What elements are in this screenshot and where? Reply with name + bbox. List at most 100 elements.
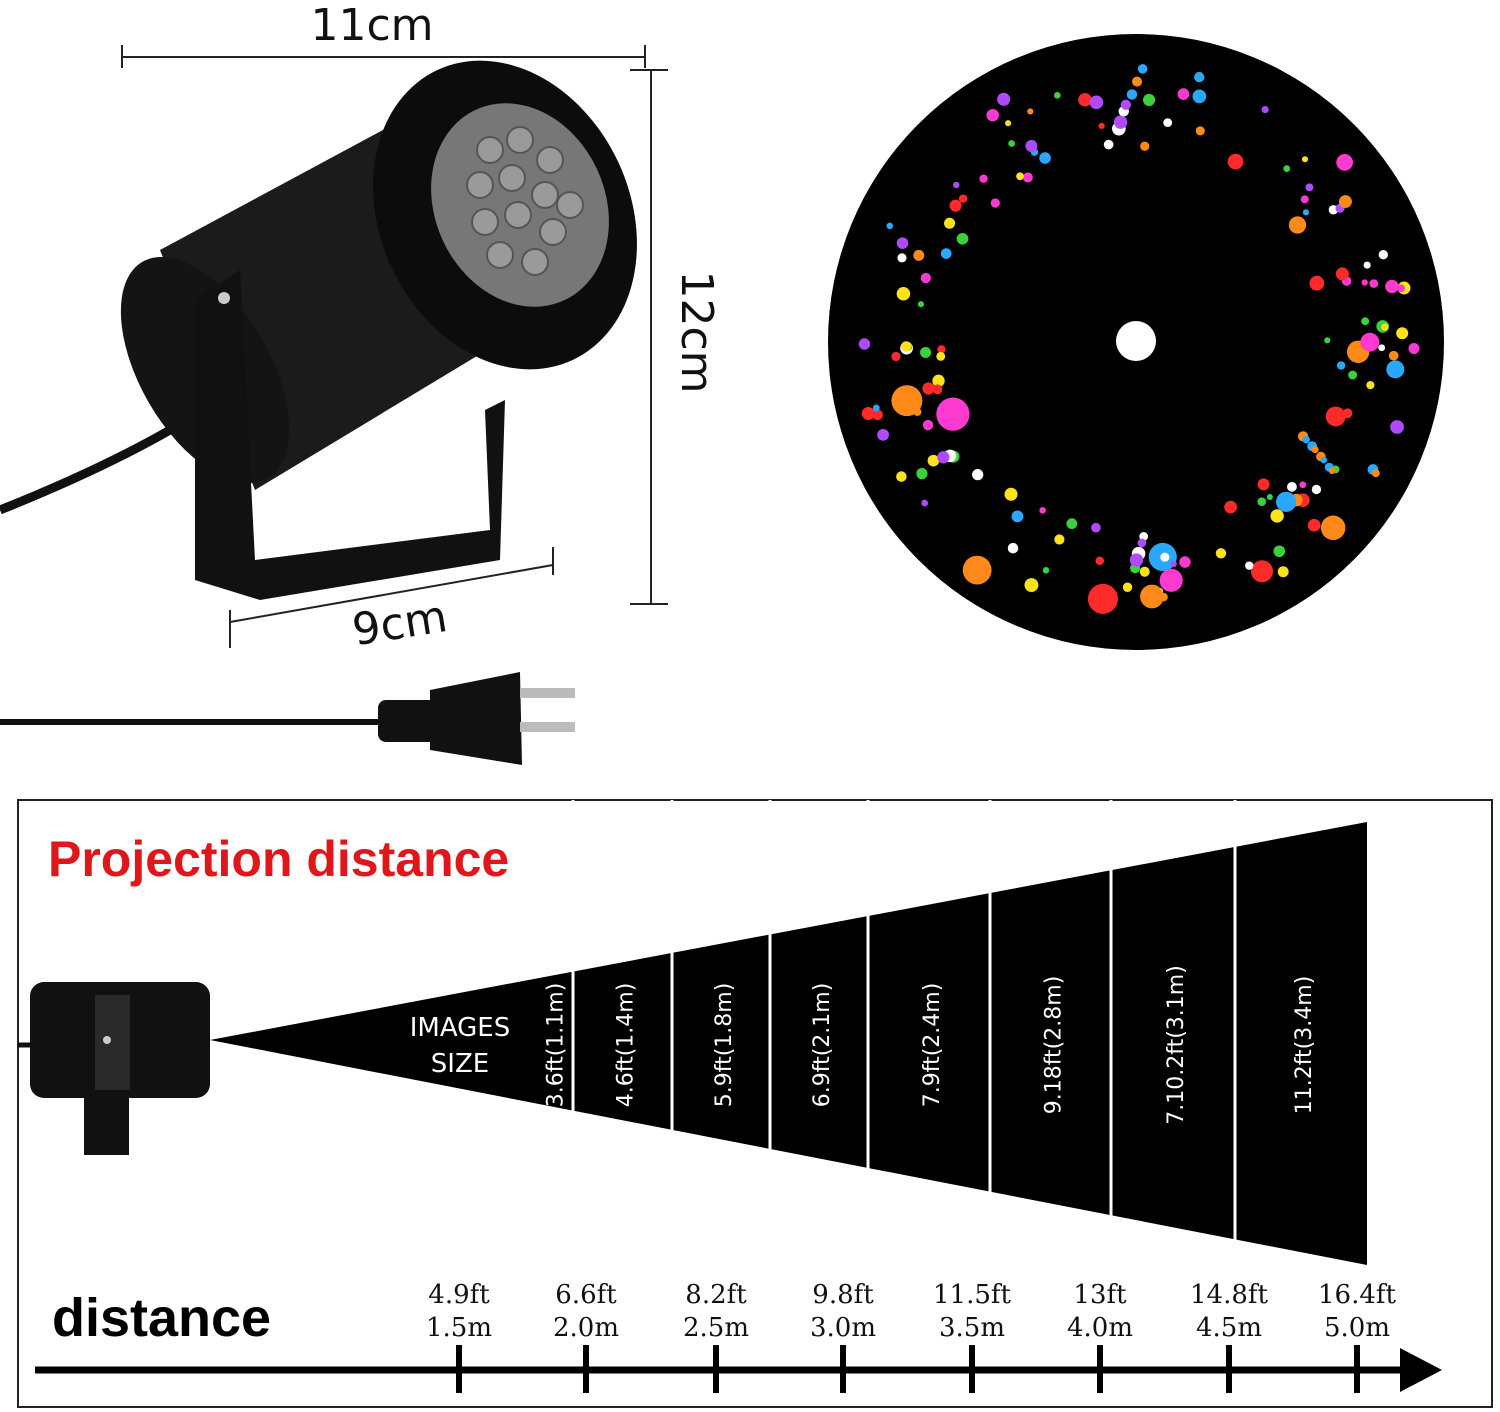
ornament-dot — [949, 199, 962, 212]
distance-ft-label: 11.5ft — [933, 1280, 1012, 1310]
ornament-dot — [872, 409, 883, 421]
ornament-dot — [1378, 344, 1386, 352]
ornament-dot — [920, 272, 931, 284]
ornament-dot — [1008, 140, 1016, 147]
ornament-dot — [1324, 337, 1331, 344]
ornament-dot — [900, 341, 912, 352]
ornament-dot — [1270, 509, 1284, 523]
small-projector-icon — [18, 982, 210, 1155]
distance-m-label: 2.0m — [553, 1313, 619, 1343]
ornament-dot — [1192, 89, 1207, 104]
ornament-dot — [1137, 64, 1148, 74]
distance-ft-label: 4.9ft — [428, 1280, 490, 1310]
ornament-dot — [1311, 484, 1322, 495]
distance-m-label: 2.5m — [683, 1313, 749, 1343]
base-label: 9cm — [349, 591, 451, 656]
ornament-dot — [1257, 497, 1267, 507]
distance-ft-label: 9.8ft — [812, 1280, 874, 1310]
ornament-dot — [1160, 552, 1170, 562]
ornament-dot — [1011, 510, 1024, 523]
ornament-dot — [1302, 209, 1310, 216]
image-size-label: 5.9ft(1.8m) — [712, 983, 737, 1108]
ornament-dot — [858, 338, 871, 350]
distance-m-label: 3.5m — [939, 1313, 1005, 1343]
ornament-dot — [917, 301, 925, 308]
ornament-dot — [1194, 71, 1205, 83]
ornament-dot — [1078, 93, 1092, 107]
ornament-dot — [1007, 542, 1019, 554]
ornament-dot — [1361, 317, 1370, 326]
image-size-label: 11.2ft(3.4m) — [1292, 976, 1317, 1115]
ornament-dot — [1025, 140, 1038, 152]
ornament-dot — [1042, 567, 1050, 574]
ornament-dot — [997, 92, 1011, 106]
ornament-dot — [1039, 507, 1046, 514]
ornament-dot — [936, 397, 970, 431]
dimension-lines — [121, 45, 668, 648]
ornament-dot — [1215, 548, 1227, 559]
ornament-dot — [1396, 327, 1409, 340]
ornament-dot — [937, 451, 950, 464]
image-size-label: 6.9ft(2.1m) — [810, 983, 835, 1108]
ornament-dot — [1288, 216, 1307, 234]
distance-ft-label: 13ft — [1073, 1280, 1127, 1310]
ornament-dot — [1163, 118, 1173, 128]
ornament-dot — [1113, 115, 1128, 129]
ornament-dot — [1309, 275, 1325, 291]
ornament-dot — [932, 374, 945, 388]
ornament-dot — [891, 351, 901, 362]
ornament-dot — [1397, 284, 1405, 293]
ornament-dot — [1283, 165, 1291, 173]
projector-illustration — [0, 60, 637, 765]
ornament-dot — [1301, 156, 1309, 163]
ornament-dot — [927, 454, 940, 467]
ornament-dot — [872, 404, 880, 412]
ornament-dot — [896, 286, 911, 301]
ornament-dot — [861, 407, 875, 421]
ornament-dot — [1307, 518, 1321, 532]
ornament-dot — [877, 428, 889, 441]
distance-ft-label: 6.6ft — [555, 1280, 617, 1310]
ornament-dot — [972, 469, 984, 481]
ornament-dot — [886, 222, 894, 230]
ornament-dot — [953, 181, 960, 189]
projection-beam — [210, 822, 1367, 1265]
ornament-dot — [958, 194, 968, 203]
arrow-head-icon — [1400, 1348, 1442, 1392]
ornament-dot — [1122, 582, 1133, 592]
ornament-dot — [1027, 108, 1034, 115]
ornament-dot — [1361, 279, 1368, 286]
ornament-dot — [897, 253, 907, 263]
ornament-dot — [1120, 99, 1131, 110]
ornament-dot — [1177, 88, 1190, 100]
ornament-dot — [956, 232, 969, 245]
ornament-dot — [1024, 578, 1039, 592]
ornament-dot — [1142, 93, 1156, 106]
ornament-dot — [1159, 568, 1183, 592]
ornament-dot — [1245, 561, 1254, 570]
ornament-dot — [1053, 91, 1061, 99]
projection-diagram-frame — [17, 799, 1493, 1408]
ornament-dot — [1388, 350, 1399, 361]
ornament-dot — [1335, 267, 1349, 281]
ornament-dot — [1338, 195, 1352, 209]
distance-m-label: 3.0m — [810, 1313, 876, 1343]
ornament-dot — [979, 174, 988, 183]
ornament-dot — [1126, 89, 1138, 100]
ornament-dot — [1140, 141, 1150, 151]
ornament-dot — [1408, 343, 1420, 355]
ornament-dot — [1273, 545, 1286, 558]
ornament-dot — [1054, 534, 1065, 545]
ornament-dot — [1089, 95, 1104, 110]
ornament-dot — [1381, 323, 1389, 331]
projected-pattern-disc — [828, 34, 1444, 650]
ornament-dot — [1129, 553, 1144, 567]
image-size-label: 3.6ft(1.1m) — [544, 983, 569, 1108]
ornament-dot — [1195, 126, 1205, 136]
distance-m-label: 1.5m — [426, 1313, 492, 1343]
ornament-dot — [1287, 481, 1297, 492]
image-size-label: 4.6ft(1.4m) — [614, 983, 639, 1108]
ornament-dot — [1005, 120, 1012, 127]
distance-ft-label: 14.8ft — [1190, 1280, 1269, 1310]
image-size-label: 7.10.2ft(3.1m) — [1164, 965, 1189, 1125]
